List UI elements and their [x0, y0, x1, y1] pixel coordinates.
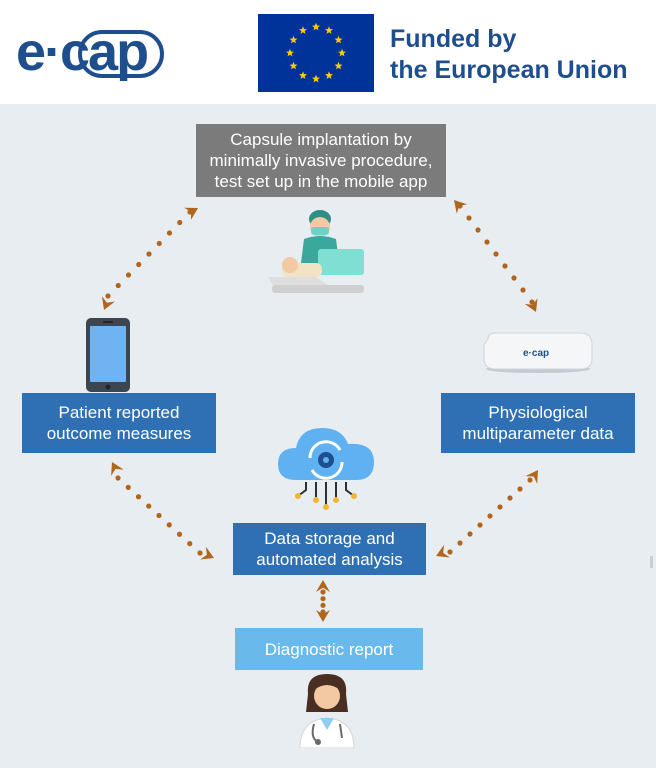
arrow-dot: [125, 272, 132, 278]
ecap-device-label: e·cap: [523, 348, 549, 359]
arrow-head: [454, 200, 468, 214]
arrow-dot: [467, 531, 473, 537]
arrow-dot: [507, 495, 513, 501]
arrow-dot: [177, 219, 183, 226]
arrow-dot: [447, 549, 453, 555]
logo-text: e·cap: [16, 22, 149, 82]
step-capsule-line-3: test set up in the mobile app: [214, 172, 428, 191]
cloud-gear-icon: [278, 428, 374, 510]
arrow-head: [436, 544, 450, 558]
step-diagnostic-report: Diagnostic report: [235, 628, 423, 670]
eu-star: [338, 48, 346, 57]
arrow-dot: [517, 486, 523, 492]
arrow-dot: [511, 275, 517, 281]
arrow-dot: [156, 240, 162, 247]
arrow-dot: [320, 602, 326, 608]
arrow-dot: [176, 531, 183, 537]
doctor-icon: [299, 674, 355, 748]
arrow-head: [101, 296, 115, 310]
arrow-capsule-device: [454, 200, 538, 312]
step-patient-line-1: Patient reported: [58, 403, 180, 422]
step-storage-line-1: Data storage and: [264, 529, 395, 548]
arrow-dot: [187, 541, 193, 547]
arrow-dot: [125, 484, 131, 490]
step-capsule-line-1: Capsule implantation by: [230, 130, 412, 149]
step-physio-line-1: Physiological: [488, 403, 588, 422]
eu-star: [286, 48, 294, 57]
arrow-head: [524, 298, 538, 312]
arrow-capsule-patient: [101, 207, 198, 310]
logo-pill-outline: [78, 30, 164, 78]
eu-star: [289, 61, 298, 70]
arrow-dot: [320, 609, 326, 615]
eu-star: [312, 74, 320, 83]
arrow-head: [316, 610, 330, 622]
eu-star: [289, 35, 298, 44]
arrow-dot: [487, 513, 493, 519]
arrow-head: [200, 546, 214, 560]
ecap-device-icon: e·cap: [483, 332, 593, 373]
arrow-dot: [146, 251, 152, 257]
arrow-device-storage: [436, 470, 538, 558]
arrow-head: [111, 462, 124, 476]
arrow-dot: [135, 494, 142, 500]
step-physiological-data: Physiological multiparameter data: [441, 393, 635, 453]
funding-line-2: the European Union: [390, 56, 628, 84]
eu-flag-icon: [258, 14, 374, 92]
arrow-dot: [475, 227, 481, 233]
arrow-dot: [156, 512, 162, 519]
arrow-dot: [197, 550, 203, 556]
arrow-dot: [484, 239, 490, 245]
step-storage-line-2: automated analysis: [256, 550, 403, 569]
arrow-dot: [527, 477, 533, 483]
arrow-dot: [320, 589, 326, 595]
arrow-dot: [166, 522, 172, 528]
arrow-dot: [320, 596, 326, 602]
step-physio-line-2: multiparameter data: [462, 424, 614, 443]
step-patient-line-2: outcome measures: [46, 424, 192, 443]
edge-mark: [650, 556, 653, 568]
step-capsule-line-2: minimally invasive procedure,: [209, 151, 433, 170]
eu-star: [299, 26, 307, 34]
eu-star: [334, 61, 343, 70]
arrow-dot: [477, 522, 483, 528]
smartphone-icon: [86, 318, 130, 392]
step-report-line-1: Diagnostic report: [264, 639, 394, 659]
arrow-dot: [502, 263, 508, 269]
surgeon-patient-icon: [268, 210, 364, 293]
eu-star: [312, 22, 320, 31]
arrow-head: [184, 207, 198, 220]
arrow-dot: [115, 282, 121, 289]
arrow-dot: [493, 251, 499, 257]
header: e·cap Funded by the European Union: [0, 0, 656, 104]
arrow-head: [525, 470, 538, 484]
arrow-dot: [466, 215, 472, 221]
funding-line-1: Funded by: [390, 25, 517, 53]
eu-star: [299, 71, 307, 79]
eu-star: [334, 35, 343, 44]
arrow-dot: [457, 540, 463, 546]
step-capsule-implantation: Capsule implantation by minimally invasi…: [196, 124, 446, 197]
eu-star: [325, 71, 333, 79]
funding-statement: Funded by the European Union: [390, 24, 628, 86]
arrow-dot: [105, 293, 111, 299]
step-patient-reported-outcomes: Patient reported outcome measures: [22, 393, 216, 453]
arrow-dot: [166, 230, 173, 236]
arrow-dot: [146, 503, 152, 509]
arrow-storage-report: [316, 580, 330, 622]
arrow-dot: [115, 475, 121, 481]
arrow-dot: [136, 261, 142, 268]
eu-star: [325, 26, 333, 34]
arrow-patient-storage: [111, 462, 214, 560]
step-data-storage: Data storage and automated analysis: [233, 523, 426, 575]
arrow-head: [316, 580, 330, 592]
arrow-dot: [520, 287, 526, 293]
arrow-dot: [529, 299, 535, 305]
arrow-dot: [497, 504, 503, 510]
